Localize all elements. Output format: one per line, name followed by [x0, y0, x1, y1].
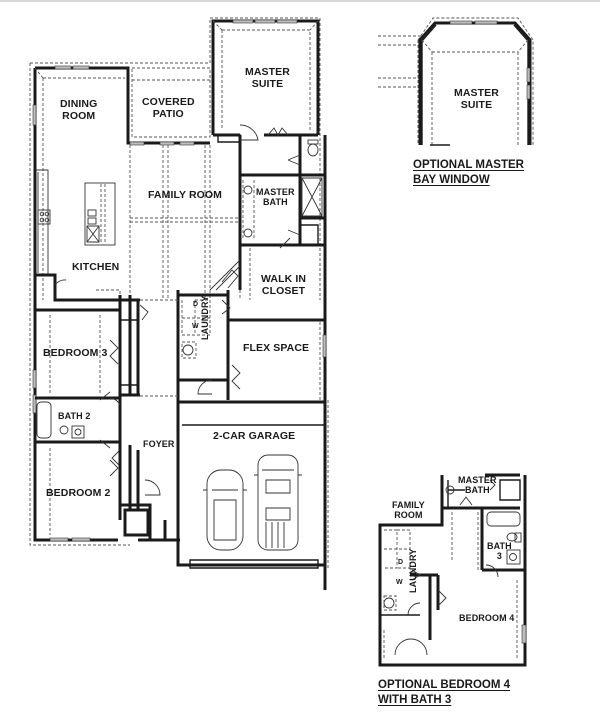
room-label-foyer: FOYER — [143, 439, 175, 449]
room-label-flex-space: FLEX SPACE — [243, 342, 310, 354]
option-bedroom4-caption: OPTIONAL BEDROOM 4 WITH BATH 3 — [378, 678, 510, 708]
room-label-covered-patio: COVERED PATIO — [142, 96, 195, 120]
room-label-master-suite: MASTER SUITE — [245, 66, 290, 90]
caption-line-1: OPTIONAL MASTER — [413, 159, 524, 171]
option-bed4-laundry-label: LAUNDRY — [408, 548, 418, 593]
option-bay-room-label: MASTER SUITE — [454, 87, 499, 111]
option-bed4-washer-label: W — [396, 579, 403, 586]
option-bed4-family-room-label: FAMILY ROOM — [392, 500, 425, 520]
option-bed4-master-bath-label: MASTER BATH — [458, 475, 497, 495]
caption-line-2: WITH BATH 3 — [378, 694, 452, 706]
room-label-family-room: FAMILY ROOM — [148, 189, 223, 201]
room-label-laundry: LAUNDRY — [200, 295, 210, 340]
caption-line-1: OPTIONAL BEDROOM 4 — [378, 679, 511, 691]
room-label-bath-2: BATH 2 — [58, 411, 91, 421]
washer-label: W — [192, 323, 199, 330]
dryer-label: D — [193, 301, 199, 308]
room-label-bedroom-3: BEDROOM 3 — [43, 347, 108, 359]
room-label-garage: 2-CAR GARAGE — [213, 430, 296, 442]
room-label-walk-in-closet: WALK IN CLOSET — [261, 273, 307, 297]
option-bed4-bedroom-4-label: BEDROOM 4 — [459, 613, 515, 623]
top-border — [0, 0, 600, 2]
room-label-master-bath: MASTER BATH — [256, 187, 295, 207]
option-bed4-bath-3-label: BATH 3 — [487, 541, 512, 561]
room-label-bedroom-2: BEDROOM 2 — [46, 487, 111, 499]
option-bay-window-caption: OPTIONAL MASTER BAY WINDOW — [413, 158, 524, 188]
caption-line-2: BAY WINDOW — [413, 174, 490, 186]
option-bed4-dryer-label: D — [398, 559, 404, 566]
room-label-dining-room: DINING ROOM — [60, 98, 98, 122]
room-label-kitchen: KITCHEN — [72, 261, 120, 273]
